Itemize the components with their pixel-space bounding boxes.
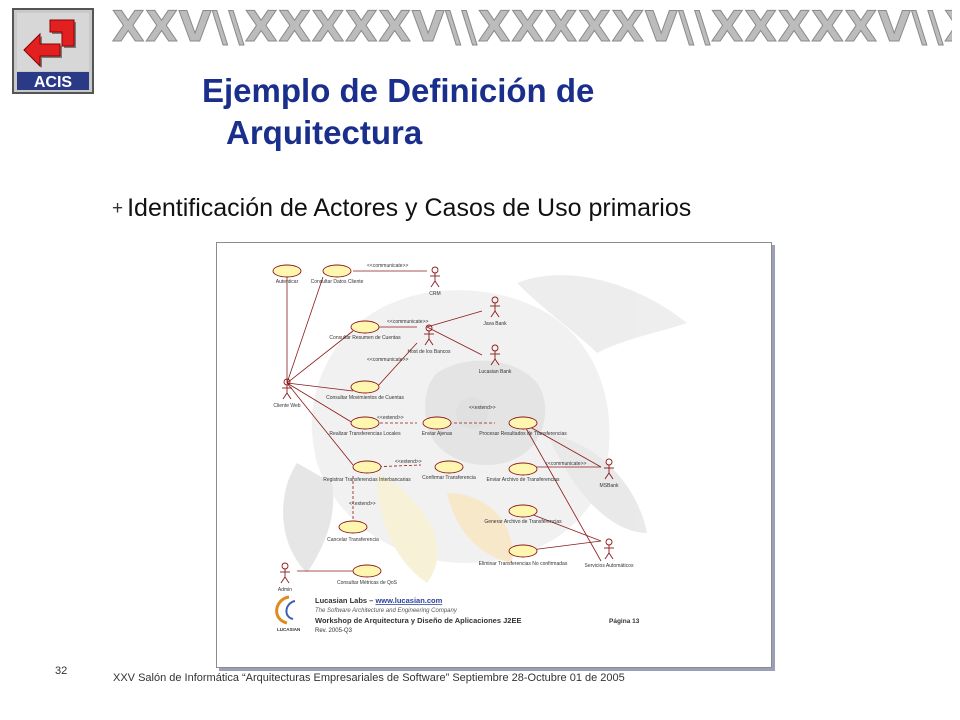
label-enviar-ajenas: Enviar Ajenas: [422, 431, 453, 437]
stereo-communicate-movs: <<communicate>>: [367, 357, 408, 363]
stereo-communicate-msbank: <<communicate>>: [545, 461, 586, 467]
plus-bullet-icon: +: [112, 198, 124, 219]
label-confirmar: Confirmar Transferencia: [422, 475, 476, 481]
stereo-extend-cancelar: <<extend>>: [349, 501, 376, 507]
label-java-bank: Java Bank: [483, 321, 507, 327]
card-company: Lucasian Labs –: [315, 596, 375, 605]
use-case-registrar-interbancarias: [352, 460, 382, 474]
label-msbank: MSBank: [600, 483, 619, 489]
label-procesar-resultados: Procesar Resultados de Transferencias: [479, 431, 567, 437]
card-url[interactable]: www.lucasian.com: [374, 596, 442, 605]
label-registrar-interbancarias: Registrar Transferencias Interbancarias: [323, 477, 411, 483]
label-autenticar: Autenticar: [276, 279, 299, 285]
use-case-enviar-archivo: [508, 462, 538, 476]
mascot-watermark: [283, 275, 687, 583]
use-case-generar-archivo: [508, 504, 538, 518]
use-case-cancelar: [338, 520, 368, 534]
label-cliente-web: Cliente Web: [273, 403, 300, 409]
use-case-consultar-resumen: [350, 320, 380, 334]
label-realizar-locales: Realizar Transferencias Locales: [329, 431, 401, 437]
lucasian-card: LUCASIAN Lucasian Labs – www.lucasian.co…: [275, 595, 640, 634]
card-rev: Rev. 2005-Q3: [315, 628, 353, 634]
card-tagline: The Software Architecture and Engineerin…: [315, 608, 458, 614]
stereo-extend-procesar: <<extend>>: [469, 405, 496, 411]
lucasian-logo-icon: [275, 595, 296, 625]
footer-text: XXV Salón de Informática “Arquitecturas …: [113, 672, 625, 684]
use-case-autenticar: [272, 264, 302, 278]
svg-text:LUCASIAN: LUCASIAN: [277, 627, 300, 632]
label-generar-archivo: Generar Archivo de Transferencias: [484, 519, 562, 525]
label-admin: Admin: [278, 587, 292, 593]
use-case-realizar-locales: [350, 416, 380, 430]
label-servicios-automaticos: Servicios Automáticos: [585, 563, 634, 569]
use-case-consultar-metricas: [352, 564, 382, 578]
stereo-extend-confirmar: <<extend>>: [395, 459, 422, 465]
use-case-confirmar: [434, 460, 464, 474]
logo-text: ACIS: [34, 74, 73, 91]
card-workshop: Workshop de Arquitectura y Diseño de Apl…: [315, 616, 521, 625]
label-eliminar: Eliminar Transferencias No confirmadas: [479, 561, 568, 567]
stereo-communicate-host: <<communicate>>: [387, 319, 428, 325]
acis-logo: ACIS: [12, 8, 94, 94]
use-case-procesar-resultados: [508, 416, 538, 430]
label-crm: CRM: [429, 291, 440, 297]
actor-admin: [279, 562, 291, 584]
label-consultar-movimientos: Consultar Movimientos de Cuentas: [326, 395, 404, 401]
label-cancelar: Cancelar Transferencia: [327, 537, 379, 543]
title-line-2: Arquitectura: [226, 114, 423, 151]
use-case-enviar-ajenas: [422, 416, 452, 430]
use-case-eliminar: [508, 544, 538, 558]
svg-text:Lucasian Labs – www.lucasian.c: Lucasian Labs – www.lucasian.com: [315, 596, 443, 605]
label-consultar-datos: Consultar Datos Cliente: [311, 279, 364, 285]
page-title: Ejemplo de Definición de Arquitectura: [202, 70, 822, 154]
xxv-banner: XXV\\XXXXXV\\XXXXXV\\XXXXXV\\XXXXXV\\XXX…: [112, 4, 952, 50]
label-enviar-archivo: Enviar Archivo de Transferencias: [486, 477, 560, 483]
stereo-extend-locales: <<extend>>: [377, 415, 404, 421]
label-consultar-metricas: Consultar Métricas de QoS: [337, 580, 398, 586]
title-line-1: Ejemplo de Definición de: [202, 72, 595, 109]
banner-text: XXV\\XXXXXV\\XXXXXV\\XXXXXV\\XXXXXV\\XXX…: [112, 4, 952, 50]
label-consultar-resumen: Consultar Resumen de Cuentas: [329, 335, 401, 341]
use-case-consultar-datos: [322, 264, 352, 278]
use-case-consultar-movimientos: [350, 380, 380, 394]
stereo-communicate-crm: <<communicate>>: [367, 263, 408, 269]
label-lucasian-bank: Lucasian Bank: [479, 369, 512, 375]
use-case-diagram: Autenticar Consultar Datos Cliente Consu…: [216, 242, 772, 668]
actor-servicios-automaticos: [603, 538, 615, 560]
bullet-item: +Identificación de Actores y Casos de Us…: [112, 194, 691, 223]
bullet-text: Identificación de Actores y Casos de Uso…: [127, 194, 692, 222]
page-number: 32: [55, 665, 68, 677]
label-host-bancos: Host de los Bancos: [407, 349, 451, 355]
actor-crm: [429, 266, 441, 288]
card-page: Página 13: [609, 618, 640, 625]
